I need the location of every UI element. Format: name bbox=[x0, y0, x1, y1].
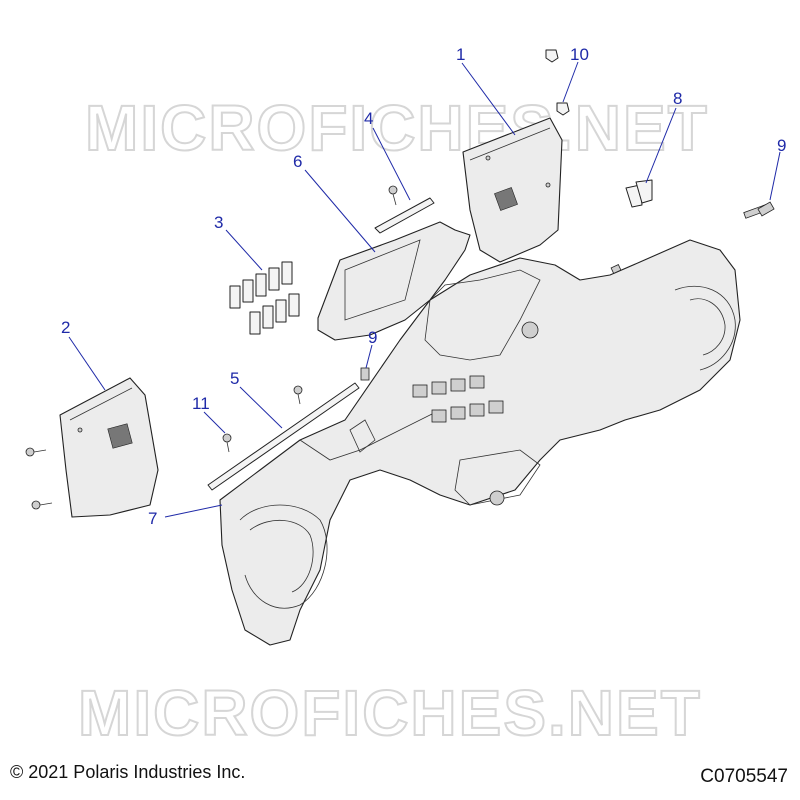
callout-4: 4 bbox=[364, 109, 411, 201]
callout-9-center: 9 bbox=[365, 328, 377, 369]
callout-10: 10 bbox=[562, 45, 589, 103]
svg-text:10: 10 bbox=[570, 45, 589, 64]
callout-8: 8 bbox=[645, 89, 682, 184]
callout-6: 6 bbox=[293, 152, 376, 253]
callout-2: 2 bbox=[61, 318, 106, 391]
svg-text:11: 11 bbox=[192, 394, 210, 413]
fastener-center bbox=[360, 367, 370, 381]
svg-text:1: 1 bbox=[456, 45, 465, 64]
dashboard-main-panel bbox=[219, 203, 771, 646]
clip-pair bbox=[625, 179, 653, 208]
instrument-bezel bbox=[317, 221, 471, 341]
switch-blank-set bbox=[229, 261, 300, 335]
svg-text:7: 7 bbox=[148, 509, 157, 528]
callout-5: 5 bbox=[230, 369, 283, 429]
svg-text:9: 9 bbox=[777, 136, 786, 155]
callout-11: 11 bbox=[192, 394, 226, 434]
copyright-notice: © 2021 Polaris Industries Inc. bbox=[10, 762, 246, 782]
side-panel-left bbox=[59, 377, 159, 518]
fastener-right bbox=[757, 201, 775, 217]
watermark-top: MICROFICHES.NET bbox=[85, 92, 709, 164]
callout-3: 3 bbox=[214, 213, 263, 271]
console-panel-upper bbox=[462, 117, 563, 263]
diagram-code: C0705547 bbox=[700, 766, 788, 787]
screw-set bbox=[25, 433, 232, 510]
callout-9-right: 9 bbox=[769, 136, 786, 201]
svg-text:4: 4 bbox=[364, 109, 373, 128]
watermark-bottom: MICROFICHES.NET bbox=[78, 677, 702, 749]
svg-text:6: 6 bbox=[293, 152, 302, 171]
svg-text:8: 8 bbox=[673, 89, 682, 108]
trim-strip-lower bbox=[207, 382, 360, 491]
svg-text:9: 9 bbox=[368, 328, 377, 347]
push-rivet bbox=[545, 49, 570, 116]
callout-7: 7 bbox=[148, 504, 223, 528]
svg-text:5: 5 bbox=[230, 369, 239, 388]
svg-text:3: 3 bbox=[214, 213, 223, 232]
trim-strip-upper bbox=[374, 185, 435, 234]
svg-text:2: 2 bbox=[61, 318, 70, 337]
callout-1: 1 bbox=[456, 45, 516, 136]
